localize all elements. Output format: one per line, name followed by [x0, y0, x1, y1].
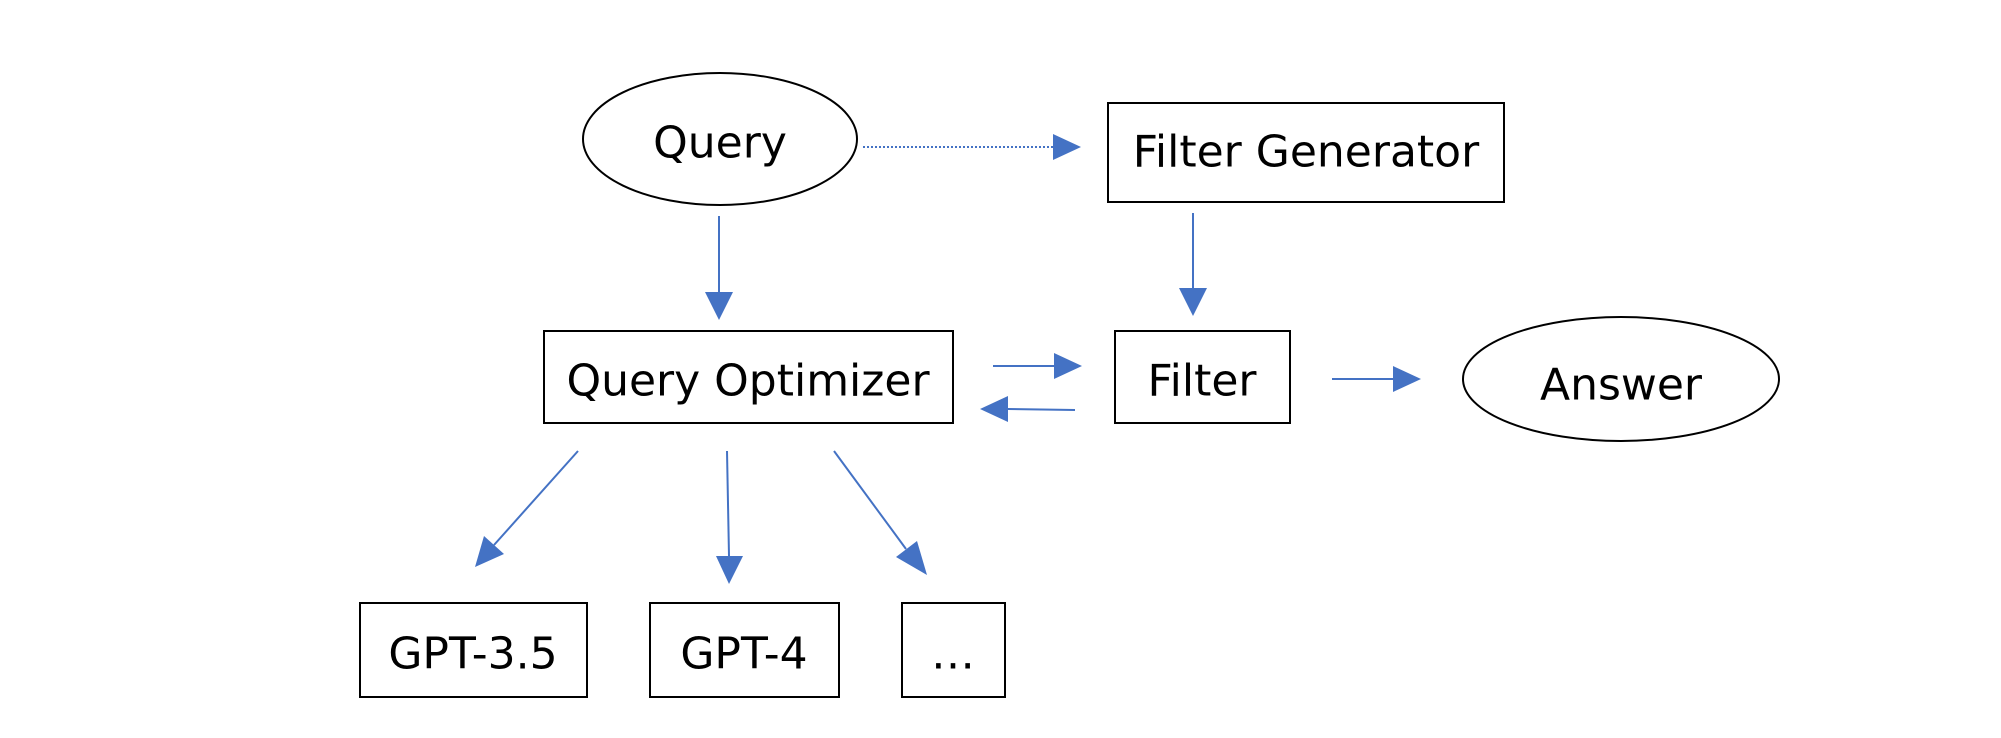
- node-answer-label: Answer: [1540, 360, 1703, 411]
- edge-filter-to-answer: [1332, 366, 1421, 392]
- node-more: …: [901, 602, 1006, 698]
- edge-query-to-filter-generator: [863, 134, 1081, 160]
- node-filter: Filter: [1114, 330, 1291, 424]
- arrowhead: [896, 541, 927, 575]
- edge-query-optimizer-to-filter: [993, 353, 1082, 379]
- node-gpt4: GPT-4: [649, 602, 840, 698]
- node-filter-label: Filter: [1148, 356, 1258, 407]
- edge-query-optimizer-to-more: [833, 450, 927, 575]
- node-filter-generator: Filter Generator: [1107, 102, 1505, 203]
- node-query-optimizer-label: Query Optimizer: [566, 356, 930, 407]
- nodes: Query Filter Generator Query Optimizer F…: [359, 72, 1780, 698]
- node-filter-generator-label: Filter Generator: [1133, 127, 1480, 178]
- arrowhead: [980, 396, 1008, 422]
- edges: [475, 134, 1421, 584]
- edge-filter-generator-to-filter: [1179, 213, 1207, 316]
- arrowhead: [1393, 366, 1421, 392]
- edge-filter-to-query-optimizer: [980, 396, 1076, 422]
- arrowhead: [705, 292, 733, 320]
- arrowhead: [716, 556, 743, 584]
- arrowhead: [1179, 288, 1207, 316]
- edge-query-optimizer-to-gpt35: [475, 450, 579, 567]
- node-gpt4-label: GPT-4: [680, 629, 807, 680]
- node-answer: Answer: [1462, 316, 1780, 442]
- arrowhead: [1053, 134, 1081, 160]
- arrowhead: [1054, 353, 1082, 379]
- node-query-optimizer: Query Optimizer: [543, 330, 954, 424]
- node-gpt35: GPT-3.5: [359, 602, 588, 698]
- arrowhead: [475, 536, 504, 567]
- node-more-label: …: [931, 629, 975, 680]
- edge-query-to-query-optimizer: [705, 216, 733, 320]
- node-gpt35-label: GPT-3.5: [388, 629, 557, 680]
- node-query: Query: [582, 72, 858, 206]
- node-query-label: Query: [653, 118, 787, 169]
- edge-query-optimizer-to-gpt4: [716, 450, 743, 584]
